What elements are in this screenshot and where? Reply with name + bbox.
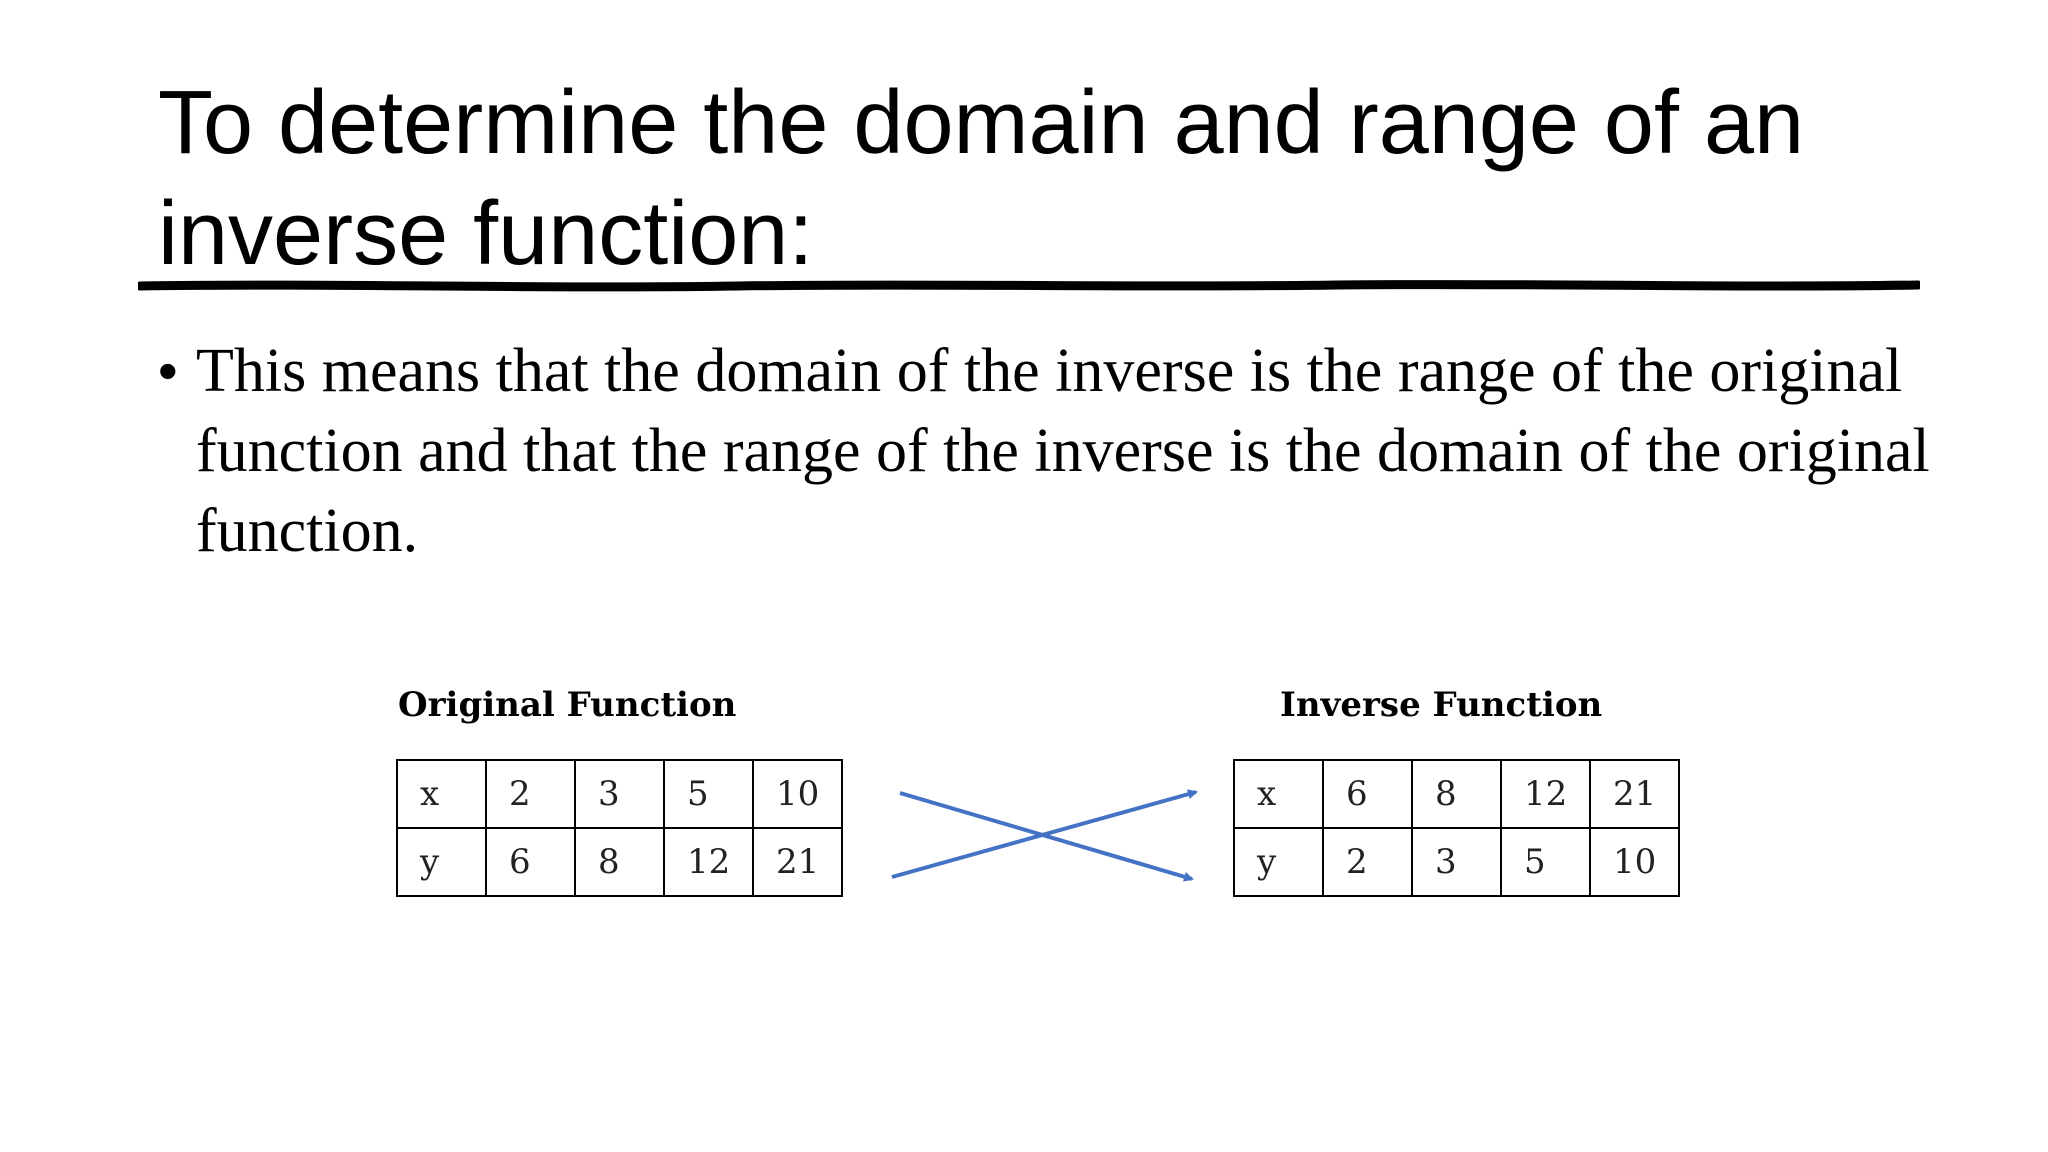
- table-cell: y: [396, 827, 487, 897]
- table-cell: x: [1233, 759, 1324, 829]
- table-cell: 10: [1589, 827, 1680, 897]
- bullet-icon: •: [158, 339, 178, 402]
- table-cell: 12: [1500, 759, 1591, 829]
- table-cell: 3: [1411, 827, 1502, 897]
- table-cell: 5: [663, 759, 754, 829]
- slide-title: To determine the domain and range of an …: [158, 73, 1805, 284]
- table-cell: 6: [1322, 759, 1413, 829]
- swap-arrows-diagram: [891, 789, 1198, 882]
- table-row: y 2 3 5 10: [1233, 827, 1680, 897]
- bullet-text: This means that the domain of the invers…: [196, 337, 1930, 565]
- table-cell: y: [1233, 827, 1324, 897]
- table-cell: 2: [1322, 827, 1413, 897]
- table-cell: 21: [1589, 759, 1680, 829]
- inverse-function-caption: Inverse Function: [1280, 685, 1603, 725]
- inverse-function-table: x 6 8 12 21 y 2 3 5 10: [1233, 759, 1680, 897]
- table-row: y 6 8 12 21: [396, 827, 843, 897]
- table-cell: 6: [485, 827, 576, 897]
- original-function-caption: Original Function: [398, 685, 737, 725]
- bullet-item: • This means that the domain of the inve…: [150, 331, 1980, 571]
- bullet-list: • This means that the domain of the inve…: [150, 331, 1980, 571]
- title-underline: [138, 280, 1920, 292]
- table-cell: x: [396, 759, 487, 829]
- table-cell: 8: [574, 827, 665, 897]
- table-cell: 5: [1500, 827, 1591, 897]
- table-cell: 2: [485, 759, 576, 829]
- arrow-line-y-to-x: [891, 789, 1198, 879]
- table-cell: 12: [663, 827, 754, 897]
- table-row: x 6 8 12 21: [1233, 759, 1680, 829]
- table-cell: 3: [574, 759, 665, 829]
- original-function-table: x 2 3 5 10 y 6 8 12 21: [396, 759, 843, 897]
- table-cell: 8: [1411, 759, 1502, 829]
- table-cell: 21: [752, 827, 843, 897]
- table-cell: 10: [752, 759, 843, 829]
- table-row: x 2 3 5 10: [396, 759, 843, 829]
